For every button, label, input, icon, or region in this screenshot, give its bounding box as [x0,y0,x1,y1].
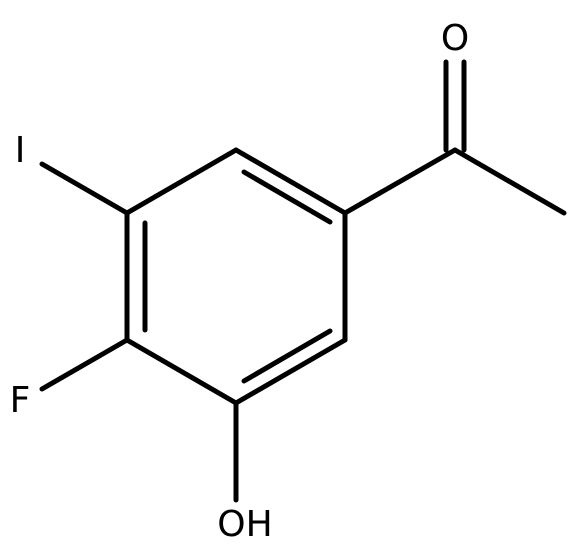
oxygen-carbonyl-label: O [441,18,469,59]
bond-ring-to-fluorine [39,337,130,392]
ring-bond-c3-c4 [233,337,348,406]
ring-bond-c6-c1 [124,147,239,216]
iodine-label: I [15,130,26,171]
bond-carbonyl-to-methyl [452,147,567,216]
fluorine-label: F [10,380,31,421]
ring-bond-c4-c5 [124,337,239,406]
ring-bond-c1-c2 [233,147,348,216]
ring-bond-c3-c4-inner [241,328,333,384]
bond-ring-to-carbonyl [342,147,458,216]
hydroxyl-label: OH [217,504,272,545]
bond-ring-to-iodine [39,161,130,216]
ring-bond-c1-c2-inner [241,169,333,225]
